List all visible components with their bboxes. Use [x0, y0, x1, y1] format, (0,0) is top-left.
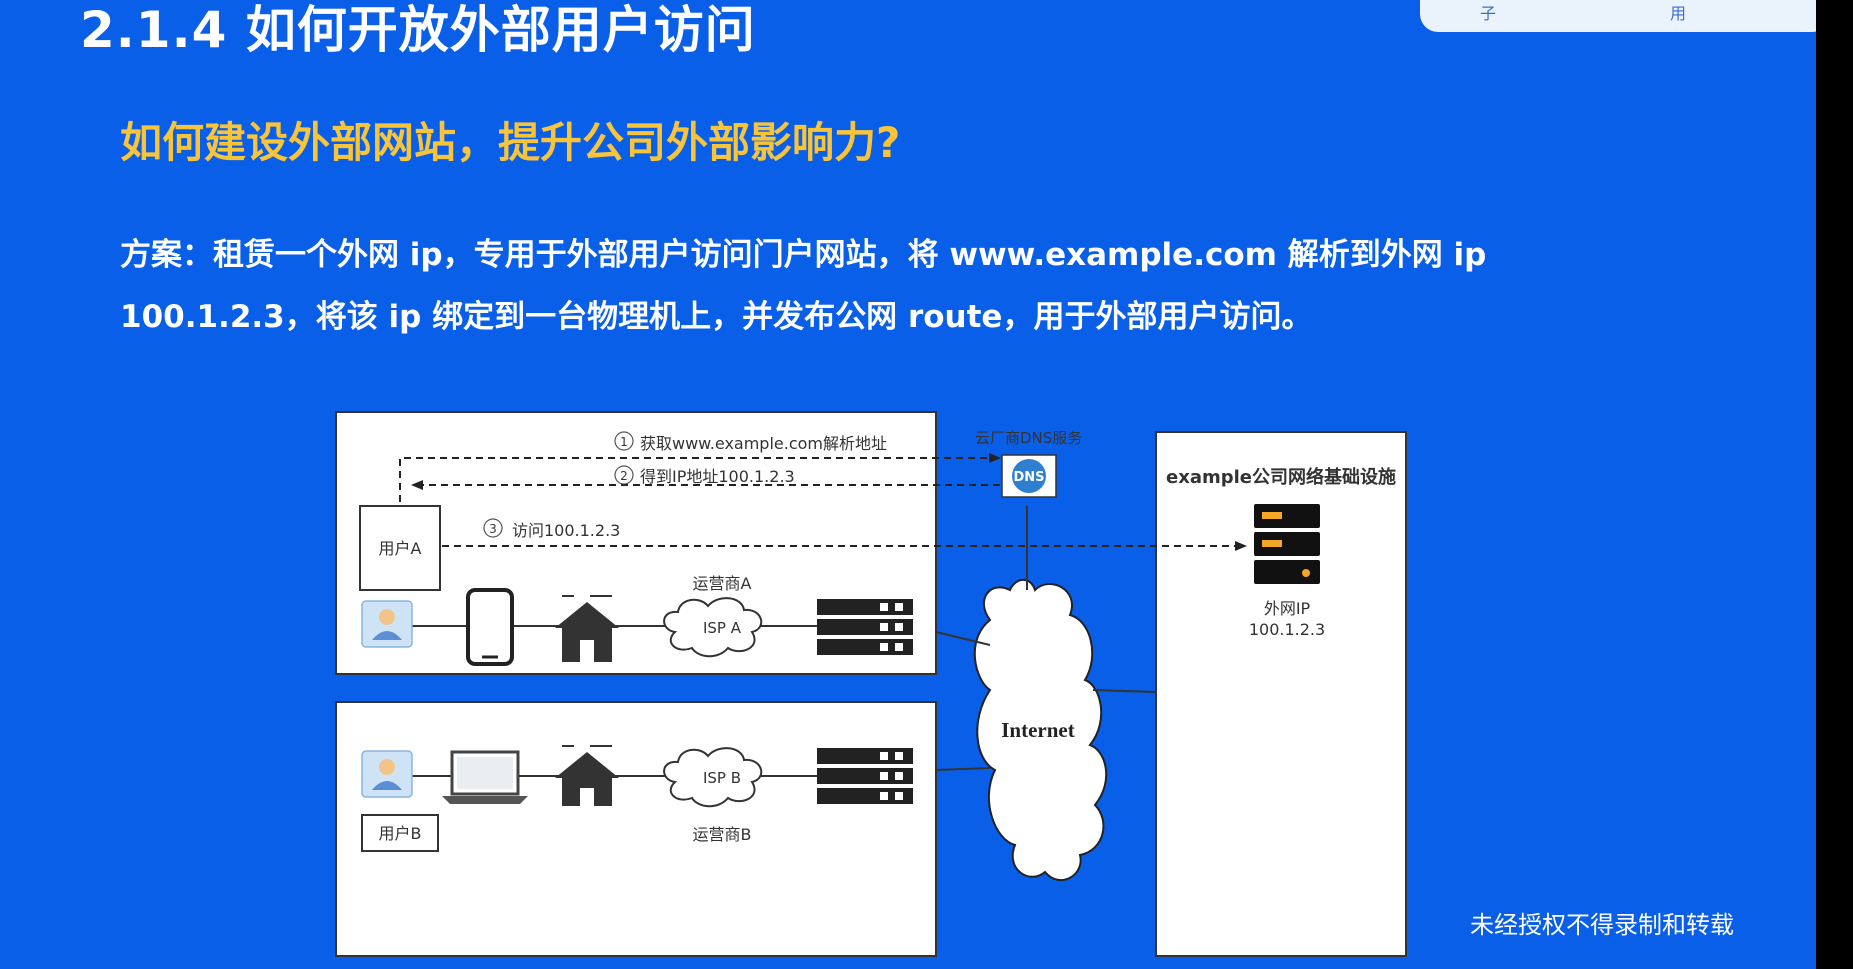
- carrier-a-label: 运营商A: [693, 574, 752, 593]
- dns-icon-text: DNS: [1013, 470, 1044, 485]
- home-router-icon-a: [555, 595, 619, 662]
- step1-badge: [614, 431, 634, 451]
- carrier-a-server-icon: [817, 599, 913, 655]
- user-a-label: 用户A: [379, 539, 422, 558]
- ext-ip-label: 外网IP: [1264, 599, 1311, 618]
- phone-icon: [466, 588, 514, 666]
- user-b-box: [361, 814, 439, 852]
- isp-b-cloud: ISP B: [663, 747, 763, 808]
- step1-label: 获取www.example.com解析地址: [640, 434, 887, 453]
- step3-badge: [483, 518, 503, 538]
- user-a-box: [359, 505, 441, 591]
- step2-number: 2: [620, 469, 628, 483]
- isp-a-label: ISP A: [703, 619, 742, 637]
- dns-icon: DNS: [1001, 454, 1057, 498]
- web-server-icon: [1254, 504, 1320, 584]
- internet-cloud: Internet: [973, 578, 1108, 882]
- step3-number: 3: [489, 522, 497, 536]
- isp-b-label: ISP B: [703, 769, 741, 787]
- plan-text: 方案：租赁一个外网 ip，专用于外部用户访问门户网站，将 www.example…: [120, 237, 1487, 335]
- corner-card-text-left: 子: [1480, 4, 1497, 23]
- carrier-b-internet-link: [935, 767, 991, 771]
- step1-number: 1: [620, 435, 628, 449]
- carrier-a-internet-link: [935, 631, 991, 646]
- dns-service-label: 云厂商DNS服务: [975, 429, 1082, 447]
- laptop-icon: [442, 750, 528, 804]
- watermark: 未经授权不得录制和转载: [1470, 911, 1734, 939]
- home-router-icon-b: [555, 745, 619, 806]
- internet-infra-link: [1092, 689, 1157, 693]
- step2-badge: [614, 465, 634, 485]
- ext-ip-value: 100.1.2.3: [1249, 620, 1325, 639]
- user-b-label: 用户B: [379, 824, 422, 843]
- corner-card-text-right: 用: [1670, 4, 1687, 23]
- corner-card: 子 用: [1420, 0, 1816, 32]
- page-title: 2.1.4 如何开放外部用户访问: [80, 1, 756, 59]
- carrier-b-label: 运营商B: [693, 825, 752, 844]
- infra-title: example公司网络基础设施: [1166, 466, 1396, 488]
- step1-arrow: [399, 453, 1001, 502]
- right-black-strip: [1816, 0, 1853, 969]
- isp-a-cloud: ISP A: [663, 597, 763, 658]
- internet-label: Internet: [1001, 718, 1074, 742]
- step3-label: 访问100.1.2.3: [512, 521, 620, 540]
- step2-label: 得到IP地址100.1.2.3: [640, 467, 795, 486]
- page-subtitle: 如何建设外部网站，提升公司外部影响力?: [120, 118, 901, 167]
- carrier-b-server-icon: [817, 748, 913, 804]
- user-b-person-icon: [361, 750, 413, 798]
- user-a-person-icon: [361, 600, 413, 648]
